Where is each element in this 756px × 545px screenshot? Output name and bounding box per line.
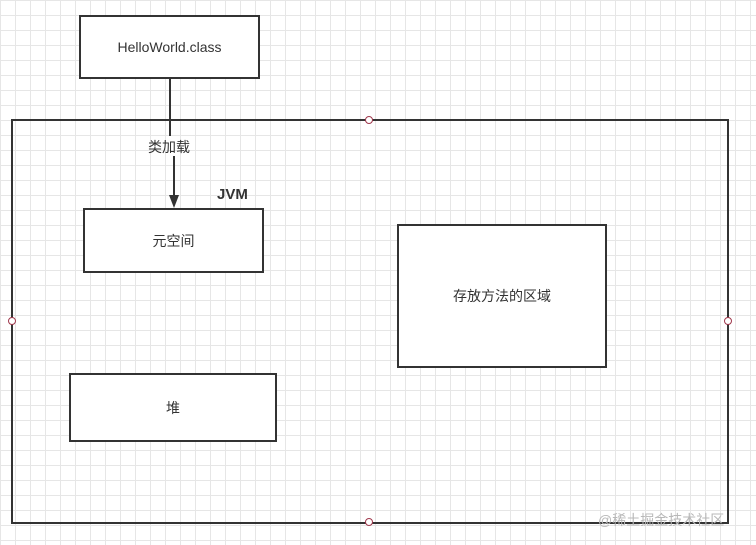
heap-box[interactable]: 堆: [69, 373, 277, 442]
metaspace-label: 元空间: [152, 232, 195, 249]
jvm-label: JVM: [217, 186, 248, 203]
resize-handle-left[interactable]: [8, 317, 16, 325]
watermark: @稀土掘金技术社区: [598, 512, 725, 528]
helloworld-class-box[interactable]: HelloWorld.class: [79, 15, 260, 79]
resize-handle-right[interactable]: [724, 317, 732, 325]
class-loading-label: 类加载: [148, 139, 190, 155]
resize-handle-bottom[interactable]: [365, 518, 373, 526]
resize-handle-top[interactable]: [365, 116, 373, 124]
metaspace-box[interactable]: 元空间: [83, 208, 264, 273]
method-area-box[interactable]: 存放方法的区域: [397, 224, 607, 368]
method-area-label: 存放方法的区域: [453, 288, 551, 304]
helloworld-class-label: HelloWorld.class: [117, 39, 222, 55]
heap-label: 堆: [166, 399, 180, 416]
